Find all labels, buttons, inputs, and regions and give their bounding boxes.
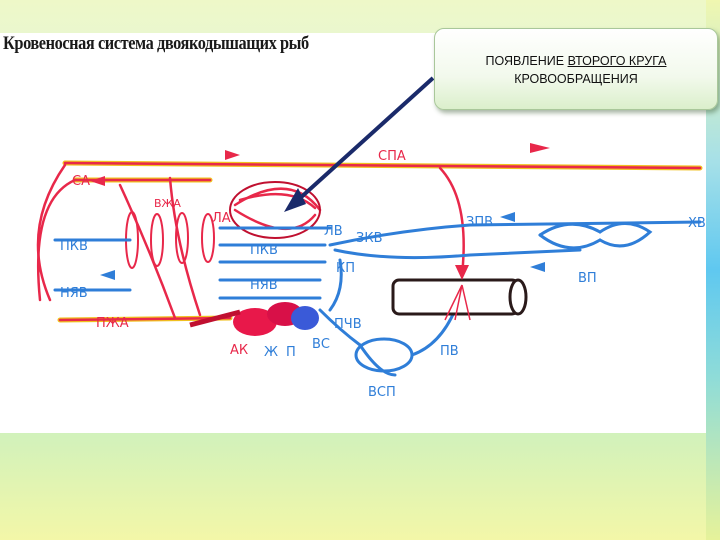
callout-prefix: ПОЯВЛЕНИЕ [485,54,568,68]
label-sa: СА [72,174,90,189]
label-pv: ПВ [440,344,459,359]
label-vsp: ВСП [368,385,396,400]
label-lv: ЛВ [324,224,343,239]
label-nyav-left: НЯВ [60,286,88,301]
dorsal-aorta [63,161,702,170]
label-hv: ХВ [688,216,706,231]
callout-suffix: КРОВООБРАЩЕНИЯ [514,72,638,86]
callout-box: ПОЯВЛЕНИЕ ВТОРОГО КРУГА КРОВООБРАЩЕНИЯ [434,28,718,110]
veins [53,220,702,377]
label-pkv-left: ПКВ [60,239,88,254]
label-pchv: ПЧВ [334,317,362,332]
callout-underlined: ВТОРОГО КРУГА [567,54,667,68]
flow-arrows [90,143,550,280]
heart [189,302,319,336]
label-pkv-mid: ПКВ [250,243,278,258]
diagram-labels: СПА СА ВЖА ЛА ЛВ ЗКВ ПКВ ПКВ НЯВ НЯВ КП … [60,149,706,400]
label-kp: КП [336,261,355,276]
label-spa: СПА [378,149,406,164]
label-zkv: ЗКВ [356,231,382,246]
label-zh: Ж [264,345,278,360]
label-nyav-mid: НЯВ [250,278,278,293]
intestine [391,278,528,321]
label-la: ЛА [212,211,231,226]
label-vs: ВС [312,337,330,352]
image-title: Кровеносная система двоякодышащих рыб [3,33,309,54]
label-zpv: ЗПВ [466,215,493,230]
label-vp: ВП [578,271,597,286]
label-pzha: ПЖА [96,316,129,331]
decorative-side-stripe [706,0,720,540]
label-ak: АК [230,343,248,358]
label-p: П [286,345,296,360]
label-vzha: ВЖА [154,197,181,210]
pointer-arrow [284,76,435,212]
arteries [36,160,703,323]
